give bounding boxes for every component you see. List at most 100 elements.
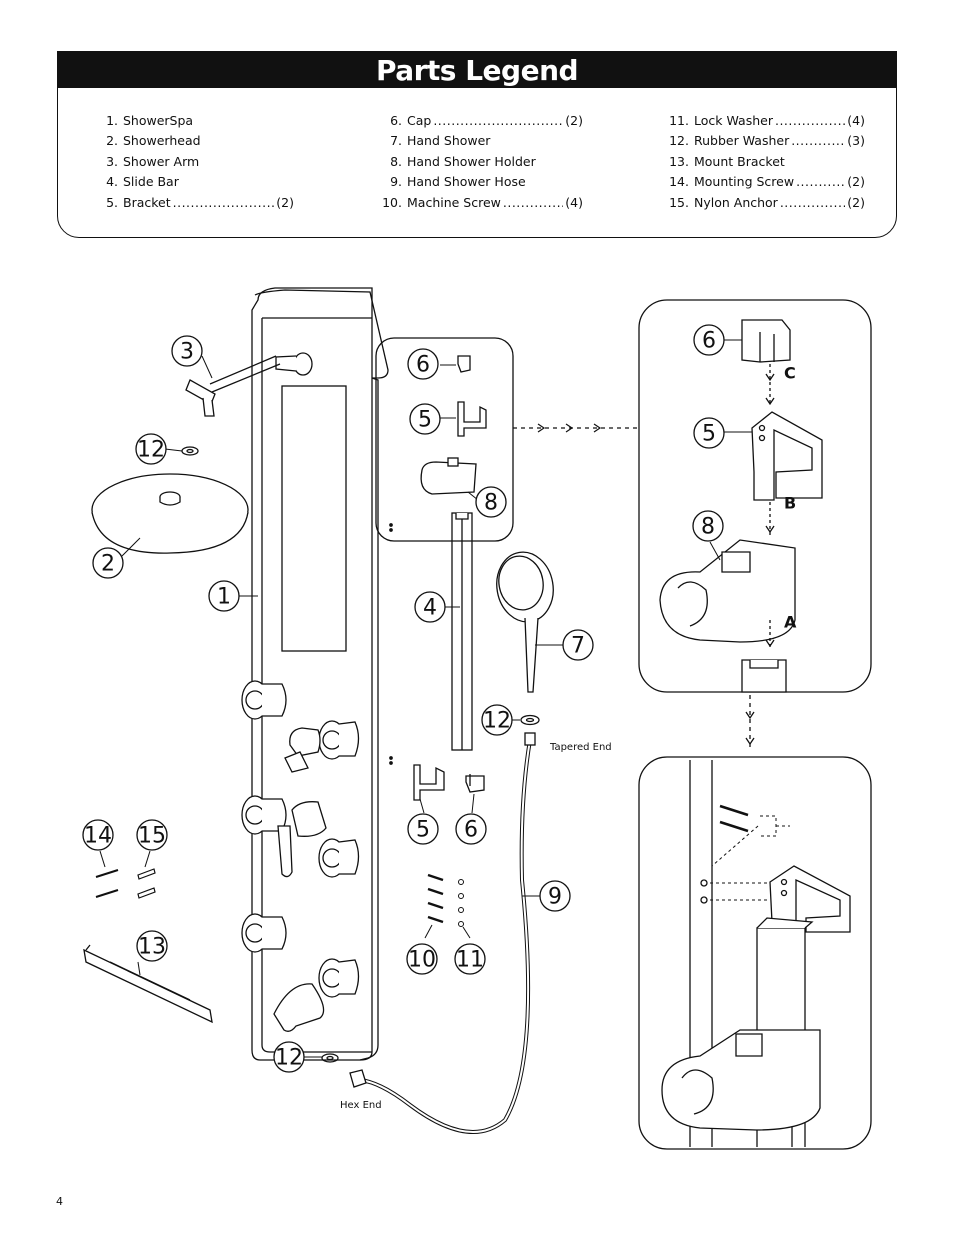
callout-4: 4 [423, 596, 437, 621]
legend-item-number: 4. [106, 174, 118, 190]
legend-item: 13. Mount Bracket [665, 152, 865, 172]
callout-6-detail: 6 [702, 329, 716, 354]
leader-dots: ........................................… [502, 194, 563, 210]
hand-shower [496, 551, 554, 693]
slide-bar [451, 512, 473, 751]
legend-item-number: 13. [669, 153, 689, 169]
legend-item: 11.Lock Washer..........................… [665, 111, 865, 131]
legend-item-label: Shower Arm [123, 153, 200, 169]
shower-arm [185, 352, 313, 417]
showerhead [91, 473, 249, 554]
legend-item-label: Slide Bar [123, 174, 179, 190]
leader-lines [99, 339, 752, 1058]
legend-item: 3. Shower Arm [94, 152, 294, 172]
holder-small [420, 457, 477, 495]
legend-item-quantity: (3) [847, 133, 865, 149]
callout-14: 14 [84, 824, 112, 849]
hex-end-label: Hex End [340, 1100, 382, 1111]
legend-item-label: Machine Screw [407, 194, 501, 210]
leader-dots: ........................................… [796, 174, 846, 190]
legend-item-label: Cap [407, 113, 432, 128]
rubber-washers [181, 446, 540, 1063]
legend-item-label: Hand Shower [407, 133, 491, 149]
letter-c: C [784, 364, 796, 383]
legend-title-bar: Parts Legend [58, 52, 896, 88]
machine-screws [427, 873, 444, 924]
bracket-small [457, 401, 487, 437]
callout-5-loose: 5 [416, 818, 430, 843]
detail-slide-bar [756, 917, 814, 1061]
legend-item-label: Rubber Washer [694, 133, 790, 149]
callout-13: 13 [138, 935, 166, 960]
leader-dots: ........................................… [779, 194, 846, 210]
callout-8-box: 8 [484, 491, 498, 516]
legend-item-label: Mounting Screw [694, 174, 795, 190]
callout-12-bottom: 12 [275, 1046, 303, 1071]
legend-item: 7. Hand Shower [378, 131, 583, 151]
callout-9: 9 [548, 885, 562, 910]
legend-item-number: 3. [106, 153, 118, 169]
callout-12-top: 12 [137, 438, 165, 463]
legend-item-label: Bracket [123, 194, 171, 210]
legend-column-3: 11.Lock Washer..........................… [665, 111, 865, 213]
legend-item-label: Mount Bracket [694, 153, 785, 169]
legend-item-label: Nylon Anchor [694, 194, 778, 210]
cap-small [457, 355, 471, 373]
legend-item: 5. Bracket...............................… [94, 193, 294, 213]
letter-a: A [784, 613, 797, 632]
callout-10: 10 [408, 948, 436, 973]
legend-item-number: 7. [390, 133, 402, 149]
legend-item-label: Hand Shower Hose [407, 174, 526, 190]
legend-item-number: 12. [669, 133, 689, 149]
legend-item: 9.Hand Shower Hose [378, 172, 583, 192]
callout-circles [82, 324, 725, 1073]
nylon-anchors [137, 868, 156, 899]
detail-bracket [751, 411, 823, 501]
detail-holder-mounted [661, 1029, 821, 1131]
legend-item-number: 10. [382, 194, 402, 210]
legend-item-number: 1. [106, 113, 118, 128]
detail-cap [741, 319, 791, 363]
leader-dots: ........................................… [433, 113, 564, 128]
legend-item-quantity: (4) [847, 113, 865, 128]
callout-12-mid: 12 [483, 709, 511, 734]
legend-item-quantity: (2) [276, 194, 294, 210]
legend-item-number: 15. [669, 194, 689, 210]
tapered-end-label: Tapered End [549, 742, 612, 753]
callout-2: 2 [101, 552, 115, 577]
callout-1: 1 [217, 585, 231, 610]
legend-item: 6. Cap...................................… [378, 111, 583, 131]
callout-15: 15 [138, 824, 166, 849]
legend-item-label: Showerhead [123, 133, 201, 149]
callout-6-box: 6 [416, 353, 430, 378]
page-number: 4 [56, 1195, 63, 1208]
legend-item: 8.Hand Shower Holder [378, 152, 583, 172]
letter-b: B [784, 494, 796, 513]
hand-shower-hose [349, 732, 536, 1134]
legend-item-quantity: (2) [565, 113, 583, 128]
legend-item: 14.Mounting Screw.......................… [665, 172, 865, 192]
callout-5-detail: 5 [702, 422, 716, 447]
detail-box-bottom [638, 756, 872, 1150]
legend-item-number: 5. [106, 194, 118, 210]
legend-title: Parts Legend [375, 53, 579, 87]
leader-dots: ........................................… [791, 133, 845, 149]
legend-item: 12. Rubber Washer........................… [665, 131, 865, 151]
callout-8-detail: 8 [701, 515, 715, 540]
detail-holder [659, 539, 796, 643]
legend-item-quantity: (2) [847, 194, 865, 210]
legend-item: 15. Nylon Anchor.........................… [665, 193, 865, 213]
legend-column-2: 6. Cap...................................… [378, 111, 583, 213]
lock-washers [458, 879, 464, 927]
legend-item: 1.ShowerSpa [94, 111, 294, 131]
leader-dots: ........................................… [172, 194, 275, 210]
tub-spout [273, 983, 325, 1032]
callout-7: 7 [571, 634, 585, 659]
legend-item-quantity: (4) [565, 194, 583, 210]
parts-legend-box: Parts Legend 1.ShowerSpa 2. Showerhead 3. Sh… [57, 51, 897, 238]
legend-item: 2. Showerhead [94, 131, 294, 151]
legend-item-number: 2. [106, 133, 118, 149]
legend-item-number: 6. [390, 113, 402, 128]
detail-slide-bar-top [741, 659, 787, 693]
